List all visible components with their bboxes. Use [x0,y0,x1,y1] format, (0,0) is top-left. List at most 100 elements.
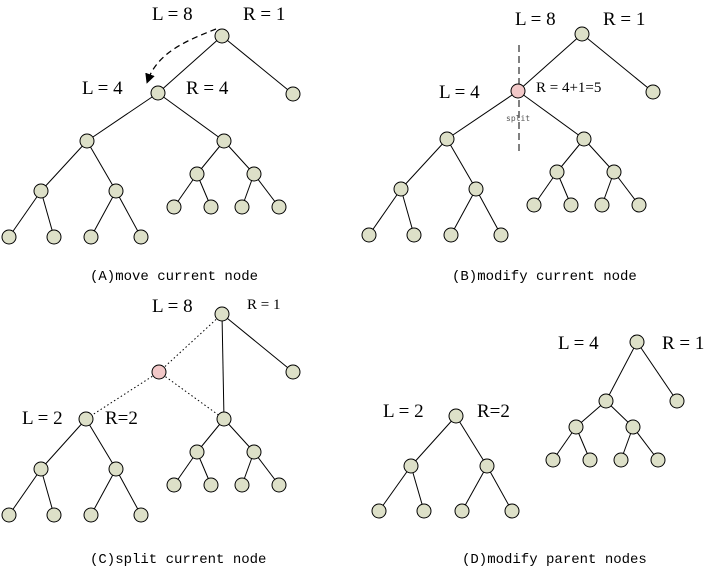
split-label: split [506,114,530,123]
tree-node [393,181,409,197]
node-right-label: R = 4 [186,78,229,99]
panel-a: L = 8 R = 1 L = 4 R = 4 (A)move current … [1,4,301,285]
tree-node [133,229,149,245]
tree-node [33,183,49,199]
tree-node [271,477,287,493]
tree-node [246,166,262,182]
tree-node [504,503,520,519]
tree-node [403,458,419,474]
tree-node [613,452,629,468]
tree-node [479,458,495,474]
root-left-label: L = 8 [152,4,193,25]
panel-d-nodes [371,334,685,519]
tree-node [549,164,565,180]
tree-node [234,477,250,493]
panel-c-nodes [1,306,301,523]
tree-node [214,306,230,322]
tree-left-label: L = 4 [558,333,599,354]
current-node-highlight [510,83,526,99]
tree-node [1,229,17,245]
tree-node [33,461,49,477]
tree-node [631,197,647,213]
move-arrow [145,28,217,84]
root-left-label: L = 8 [515,9,556,30]
panel-b-edges [368,33,654,236]
tree-node [216,411,232,427]
tree-node [406,227,422,243]
tree-node [493,227,509,243]
tree-node [650,452,666,468]
tree-node [285,364,301,380]
node-right-label: R=2 [477,401,510,422]
tree-node [416,503,432,519]
panel-d: L = 4 R = 1 L = 2 R=2 (D)modify parent n… [371,333,704,568]
tree-node [598,393,614,409]
tree-node [108,461,124,477]
tree-node [189,444,205,460]
tree-node [625,419,641,435]
node-right-label: R = 4+1=5 [536,80,601,96]
tree-node [78,411,94,427]
panel-a-edges [8,35,294,238]
panel-d-left-tree-edges [378,415,513,512]
root-right-label: R = 1 [243,4,285,25]
tree-node [216,133,232,149]
tree-node [150,85,166,101]
tree-node [545,452,561,468]
tree-node [271,199,287,215]
tree-node [203,477,219,493]
tree-node [361,227,377,243]
panel-a-nodes [1,28,301,245]
tree-node [606,164,622,180]
tree-node [108,183,124,199]
panel-a-caption: (A)move current node [90,269,258,285]
tree-node [568,419,584,435]
tree-node [594,197,610,213]
tree-right-label: R = 1 [662,333,704,354]
tree-node [83,507,99,523]
node-left-label: L = 2 [22,408,63,429]
tree-node [46,229,62,245]
root-left-label: L = 8 [152,296,193,317]
tree-node [582,452,598,468]
tree-node [454,503,470,519]
panel-b-nodes [361,26,661,243]
panel-d-caption: (D)modify parent nodes [462,552,647,568]
tree-node [246,444,262,460]
panel-d-right-tree-edges [552,341,678,461]
tree-node [448,408,464,424]
tree-node [371,503,387,519]
panel-b: L = 8 R = 1 L = 4 R = 4+1=5 split (B)mod… [361,9,661,285]
node-left-label: L = 4 [439,82,480,103]
tree-node [443,227,459,243]
tree-node [574,26,590,42]
tree-node [83,229,99,245]
root-right-label: R = 1 [247,297,280,313]
tree-node [46,507,62,523]
panel-c-caption: (C)split current node [90,552,266,568]
tree-node [285,86,301,102]
tree-node [79,133,95,149]
tree-node [1,507,17,523]
split-node-highlight [151,364,167,380]
tree-node [669,393,685,409]
root-right-label: R = 1 [603,9,645,30]
tree-node [576,131,592,147]
panel-c: L = 8 R = 1 L = 2 R=2 (C)split current n… [1,296,301,568]
tree-node [526,197,542,213]
tree-node [563,197,579,213]
panel-b-caption: (B)modify current node [452,269,637,285]
tree-node [166,477,182,493]
tree-node [439,131,455,147]
tree-node [468,181,484,197]
tree-node [166,199,182,215]
node-right-label: R=2 [105,408,138,429]
tree-node [645,84,661,100]
tree-node [189,166,205,182]
tree-node [203,199,219,215]
tree-node [234,199,250,215]
node-left-label: L = 2 [383,401,424,422]
tree-node [214,28,230,44]
tree-node [629,334,645,350]
